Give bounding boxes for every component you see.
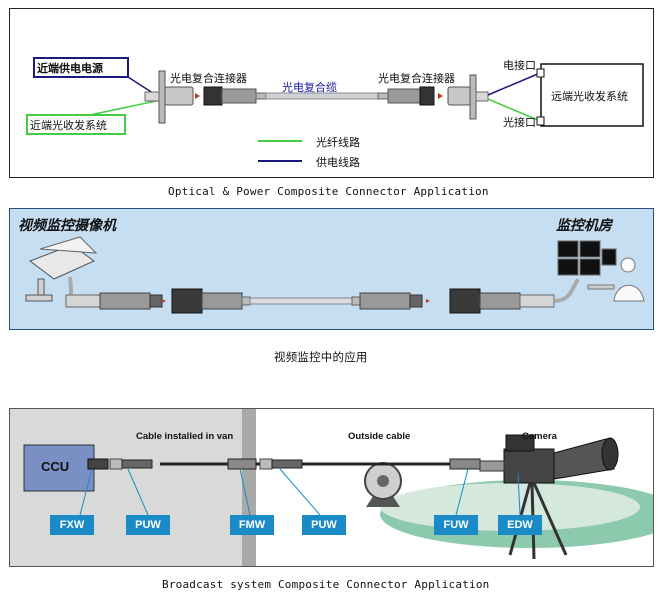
plug-boot-left (255, 92, 267, 100)
diagram-graphics (26, 57, 644, 162)
remote-system-label: 远端光收发系统 (551, 90, 628, 103)
caption-3: Broadcast system Composite Connector App… (162, 578, 490, 591)
far-transceiver-label: 近端光收发系统 (30, 119, 107, 132)
far-transceiver-box (26, 114, 126, 135)
remote-system-box (540, 63, 644, 127)
tag-fmw: FMW (230, 515, 274, 535)
electrical-port (536, 68, 545, 78)
broadcast-camera-icon (479, 434, 619, 484)
connector-body-4 (479, 292, 521, 310)
arrow-marker-left (195, 93, 200, 99)
flange-plate-left (158, 70, 166, 124)
connector-van-puw (109, 458, 153, 470)
connector-body-1 (99, 292, 151, 310)
optical-port (536, 116, 545, 126)
cable-label: 光电复合缆 (282, 81, 337, 94)
plug-body-left (221, 88, 257, 104)
video-surveillance-diagram: 视频监控摄像机 监控机房 (9, 208, 654, 330)
flange-plate-right (469, 74, 477, 120)
receptacle-tail-right (475, 91, 489, 102)
tag-fuw: FUW (434, 515, 478, 535)
composite-connector-diagram: 近端供电电源 近端光收发系统 光电复合连接器 光电复合缆 光电复合连接器 电接口… (9, 8, 654, 178)
plug-body-right (387, 88, 421, 104)
van-label: Cable installed in van (136, 431, 234, 442)
ccu-box (23, 444, 95, 492)
fiber-line-right (487, 98, 541, 122)
broadcast-graphics (10, 409, 653, 566)
far-power-label: 近端供电电源 (37, 62, 103, 75)
broadcast-system-diagram: Cable installed in van Outside cable Cam… (9, 408, 654, 567)
connector-body-3 (359, 292, 411, 310)
plug-nut-left (203, 86, 223, 106)
camera-bracket-icon (37, 278, 45, 298)
cable-reel-icon (364, 462, 402, 507)
receptacle-tail-left (144, 91, 160, 102)
surveillance-cable (249, 297, 353, 305)
connector-right-label: 光电复合连接器 (378, 72, 455, 85)
plug-boot-right (377, 92, 389, 100)
arrow-marker-right (438, 93, 443, 99)
connector-nut-1 (171, 288, 203, 314)
room-label: 监控机房 (556, 218, 612, 234)
legend-fiber-label: 光纤线路 (316, 136, 360, 149)
legend-power-label: 供电线路 (316, 156, 360, 169)
plug-nut-right (419, 86, 435, 106)
connector-boot-1 (65, 294, 101, 308)
connector-outside-puw (259, 458, 303, 470)
connector-nut-2 (449, 288, 481, 314)
optical-port-label: 光接口 (503, 116, 536, 129)
power-line-right (487, 72, 541, 96)
receptacle-right (447, 86, 471, 106)
camera-label: 视频监控摄像机 (18, 218, 116, 234)
connector-fuw (449, 458, 481, 470)
connector-ccu (87, 458, 109, 470)
caption-2: 视频监控中的应用 (274, 350, 368, 364)
connector-left-label: 光电复合连接器 (170, 72, 247, 85)
fiber-line-left (89, 100, 157, 116)
surveillance-graphics (25, 236, 645, 314)
caption-1: Optical & Power Composite Connector Appl… (168, 185, 489, 198)
far-power-box (33, 57, 129, 78)
receptacle-left (164, 86, 194, 106)
connector-body-2 (201, 292, 243, 310)
tag-puw-van: PUW (126, 515, 170, 535)
outside-label: Outside cable (348, 431, 411, 442)
camera-label-3: Camera (522, 431, 557, 442)
ccu-label: CCU (41, 459, 70, 474)
connector-fmw (227, 458, 257, 470)
tag-edw: EDW (498, 515, 542, 535)
tag-puw-outside: PUW (302, 515, 346, 535)
operator-icon (587, 257, 645, 302)
monitor-wall-icon (557, 240, 617, 276)
tag-fxw: FXW (50, 515, 94, 535)
electrical-port-label: 电接口 (503, 59, 536, 72)
